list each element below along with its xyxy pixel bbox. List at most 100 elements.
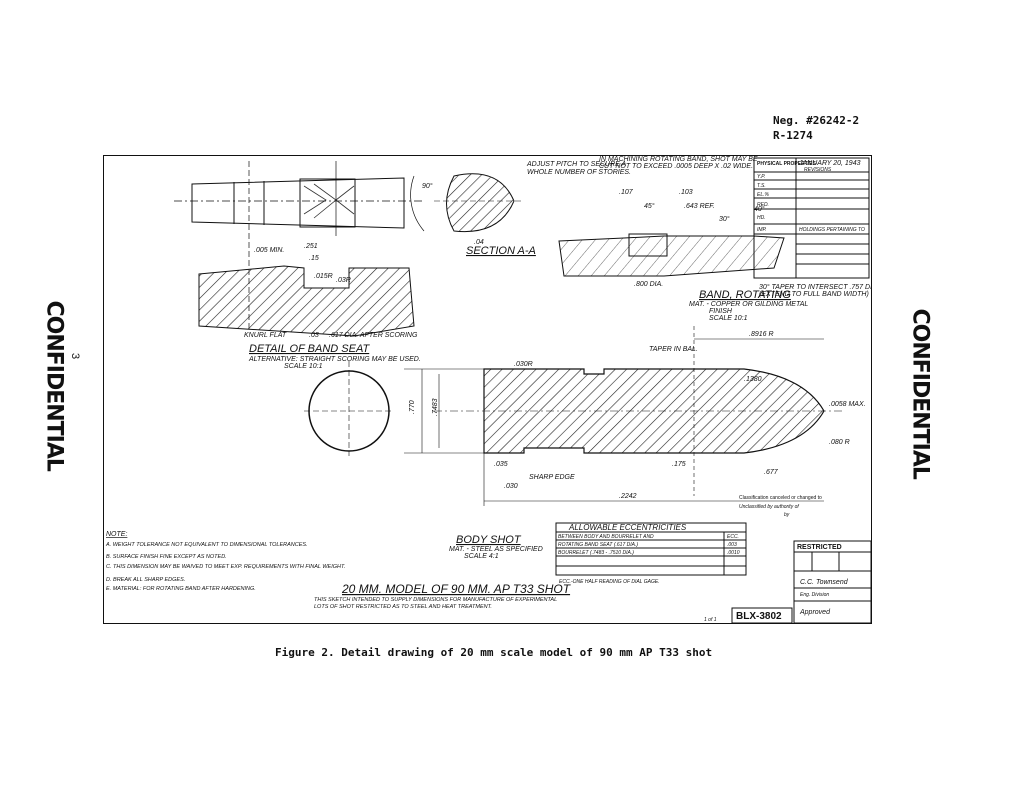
note-item: E. MATERIAL: FOR ROTATING BAND AFTER HAR… <box>106 586 256 592</box>
signature: Approved <box>799 609 831 616</box>
title-block: RESTRICTED C.C. Townsend Eng. Division A… <box>793 540 872 624</box>
band-rotating-scale: SCALE 10:1 <box>709 315 748 322</box>
band-rotating-note-1: IN MACHINING ROTATING BAND, SHOT MAY BE <box>599 156 758 163</box>
notes-block: NOTE: A. WEIGHT TOLERANCE NOT EQUIVALENT… <box>105 531 345 592</box>
band-seat-subtitle: ALTERNATIVE: STRAIGHT SCORING MAY BE USE… <box>248 356 421 363</box>
note-item: B. SURFACE FINISH FINE EXCEPT AS NOTED. <box>106 554 227 560</box>
eccentricities-footnote: ECC.-ONE HALF READING OF DIAL GAGE. <box>559 579 660 585</box>
neg-number: Neg. #26242-2 <box>773 114 860 127</box>
band-rotating-material: MAT. - COPPER OR GILDING METAL <box>689 301 808 308</box>
svg-text:.800 DIA.: .800 DIA. <box>634 281 663 288</box>
physical-properties-table: PHYSICAL PROPERTIES JANUARY 20, 1943 REV… <box>753 157 870 279</box>
svg-text:.04: .04 <box>474 239 484 246</box>
note-item: A. WEIGHT TOLERANCE NOT EQUIVALENT TO DI… <box>105 542 308 548</box>
prop-row-label: HD. <box>757 215 766 221</box>
ecc-row-label: BOURRELET (.7483 - .7510 DIA.) <box>558 550 634 556</box>
body-shot-view: .770 .7483 .8916 R .1380 .0058 MAX. .080… <box>304 326 866 560</box>
confidential-stamp-right: CONFIDENTIAL <box>907 308 933 479</box>
svg-text:.617 DIA. AFTER SCORING: .617 DIA. AFTER SCORING <box>329 332 418 339</box>
svg-text:.677: .677 <box>764 469 779 476</box>
band-rotating-view: IN MACHINING ROTATING BAND, SHOT MAY BE … <box>558 156 879 322</box>
note-item: D. BREAK ALL SHARP EDGES. <box>106 577 185 583</box>
band-seat-title: DETAIL OF BAND SEAT <box>249 343 370 355</box>
eccentricities-title: ALLOWABLE ECCENTRICITIES <box>568 523 687 532</box>
svg-text:30°: 30° <box>719 215 730 223</box>
band-seat-detail: .005 MIN. .251 .15 .015R .03R KNURL FLAT… <box>198 243 421 370</box>
ecc-row-label: BETWEEN BODY AND BOURRELET AND <box>558 534 654 540</box>
signature: C.C. Townsend <box>800 579 849 586</box>
figure-caption: Figure 2. Detail drawing of 20 mm scale … <box>275 646 713 659</box>
sheet-ref: 1 of 1 <box>704 617 717 623</box>
svg-text:.770: .770 <box>409 400 416 414</box>
main-subtitle-2: LOTS OF SHOT RESTRICTED AS TO STEEL AND … <box>314 604 492 610</box>
restricted-stamp: RESTRICTED <box>797 544 842 551</box>
prop-row-label: RED. <box>757 202 769 208</box>
band-rotating-note-4: (EXTEND TO FULL BAND WIDTH) <box>759 291 869 298</box>
eccentricities-table: ALLOWABLE ECCENTRICITIES ECC. BETWEEN BO… <box>555 522 747 585</box>
drawing-sheet: 90° .04 ADJUST PITCH TO SECURE A WHOLE N… <box>103 155 879 624</box>
taper-note: TAPER IN BAL. <box>649 346 698 353</box>
svg-text:.175: .175 <box>672 461 686 468</box>
classification-line: Unclassified by authority of <box>739 504 799 510</box>
classification-note: Classification canceled or changed to Un… <box>739 495 822 518</box>
section-aa-note-1: ADJUST PITCH TO SECURE A <box>526 161 627 168</box>
svg-text:.251: .251 <box>304 243 318 250</box>
confidential-stamp-left: CONFIDENTIAL <box>41 300 67 471</box>
svg-text:.107: .107 <box>619 189 634 196</box>
prop-row-label: EL.% <box>757 192 770 198</box>
svg-text:.7483: .7483 <box>432 398 439 416</box>
body-shot-title: BODY SHOT <box>456 534 522 546</box>
band-rotating-note-2: CUT NOT TO EXCEED .0005 DEEP X .02 WIDE. <box>599 163 753 170</box>
ecc-header: ECC. <box>727 534 739 540</box>
ecc-row-value: .0010 <box>727 550 740 556</box>
body-shot-scale: SCALE 4:1 <box>464 553 499 560</box>
svg-text:.103: .103 <box>679 189 693 196</box>
svg-text:90°: 90° <box>422 182 433 190</box>
page-number: 3 <box>69 352 82 360</box>
prop-row-label: IMP. <box>757 227 767 233</box>
svg-text:.035: .035 <box>494 461 508 468</box>
main-subtitle-1: THIS SKETCH INTENDED TO SUPPLY DIMENSION… <box>314 597 557 603</box>
note-item: C. THIS DIMENSION MAY BE WAIVED TO MEET … <box>106 564 345 570</box>
signature: Eng. Division <box>800 592 829 598</box>
main-title: 20 MM. MODEL OF 90 MM. AP T33 SHOT <box>341 582 572 596</box>
svg-text:.15: .15 <box>309 255 319 262</box>
ecc-row-value: .003 <box>727 542 737 548</box>
drawing-number-block: 1 of 1 BLX-3802 <box>704 607 793 624</box>
ecc-row-label: ROTATING BAND SEAT (.617 DIA.) <box>558 542 638 548</box>
notes-heading: NOTE: <box>106 531 127 538</box>
engineering-drawing: 90° .04 ADJUST PITCH TO SECURE A WHOLE N… <box>105 156 879 624</box>
prop-row-label: Y.P. <box>757 174 765 180</box>
svg-text:.643 REF.: .643 REF. <box>684 203 715 210</box>
properties-header: PHYSICAL PROPERTIES <box>757 161 816 167</box>
band-seat-scale: SCALE 10:1 <box>284 363 323 370</box>
section-aa-view: 90° .04 ADJUST PITCH TO SECURE A WHOLE N… <box>410 161 631 257</box>
svg-text:.030: .030 <box>504 483 518 490</box>
band-elevation-view <box>174 161 424 331</box>
band-rotating-title: BAND, ROTATING <box>699 289 791 301</box>
main-title-block: 20 MM. MODEL OF 90 MM. AP T33 SHOT THIS … <box>314 582 572 610</box>
holdings-label: HOLDINGS PERTAINING TO <box>799 227 865 233</box>
svg-text:.015R: .015R <box>314 273 333 280</box>
svg-text:.005 MIN.: .005 MIN. <box>254 247 284 254</box>
section-aa-note-2: WHOLE NUMBER OF STORIES. <box>527 169 631 176</box>
svg-text:.080 R: .080 R <box>829 439 850 446</box>
body-shot-material: MAT. - STEEL AS SPECIFIED <box>449 546 543 553</box>
properties-date: JANUARY 20, 1943 <box>798 160 861 167</box>
svg-text:.2242: .2242 <box>619 493 637 500</box>
ref-number: R-1274 <box>773 129 813 142</box>
svg-text:SHARP EDGE: SHARP EDGE <box>529 474 575 481</box>
svg-text:KNURL FLAT: KNURL FLAT <box>244 332 287 339</box>
svg-text:.03: .03 <box>309 332 319 339</box>
classification-line: Classification canceled or changed to <box>739 495 822 501</box>
svg-text:45°: 45° <box>644 202 655 210</box>
drawing-number: BLX-3802 <box>736 611 782 622</box>
section-aa-title: SECTION A-A <box>466 245 536 257</box>
negative-number-label: Neg. #26242-2 R-1274 <box>773 113 859 143</box>
svg-text:.0058 MAX.: .0058 MAX. <box>829 401 866 408</box>
svg-text:.03R: .03R <box>336 277 351 284</box>
svg-text:.030R: .030R <box>514 361 533 368</box>
svg-text:.8916 R: .8916 R <box>749 331 774 338</box>
prop-row-label: T.S. <box>757 183 766 189</box>
revisions-label: REVISIONS <box>804 167 832 173</box>
